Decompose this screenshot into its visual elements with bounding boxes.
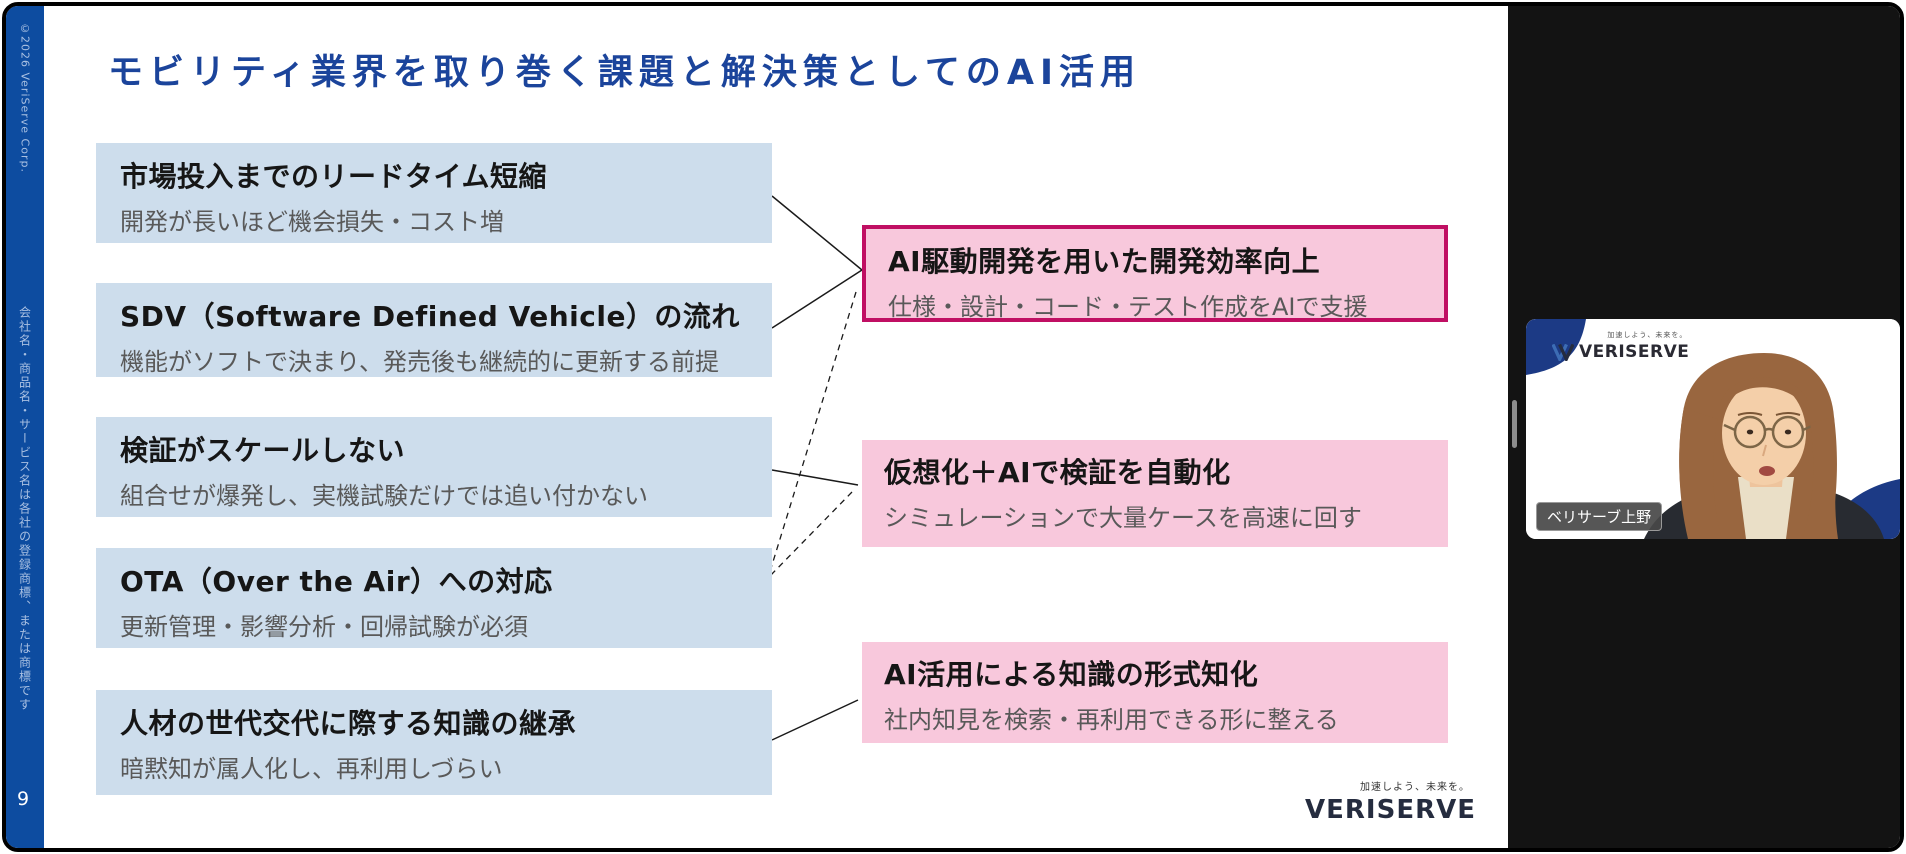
watermark-tagline: 加速しよう、未来を。 <box>1607 331 1688 339</box>
challenge-title: OTA（Over the Air）への対応 <box>120 565 553 598</box>
challenge-subtitle: 暗黙知が属人化し、再利用しづらい <box>120 755 503 783</box>
solution-subtitle: 仕様・設計・コード・テスト作成をAIで支援 <box>888 293 1368 321</box>
challenge-subtitle: 更新管理・影響分析・回帰試験が必須 <box>120 613 528 641</box>
challenge-title: 人材の世代交代に際する知識の継承 <box>120 707 577 740</box>
challenge-subtitle: 組合せが爆発し、実機試験だけでは追い付かない <box>120 482 648 510</box>
slide-title: モビリティ業界を取り巻く課題と解決策としてのAI活用 <box>108 53 1141 93</box>
solution-box-knowledge-formalization: AI活用による知識の形式知化 社内知見を検索・再利用できる形に整える <box>862 642 1448 743</box>
challenge-title: 市場投入までのリードタイム短縮 <box>120 160 547 193</box>
solution-title: AI駆動開発を用いた開発効率向上 <box>888 245 1321 278</box>
presenter-illustration <box>1526 319 1900 539</box>
challenge-subtitle: 機能がソフトで決まり、発売後も継続的に更新する前提 <box>120 348 720 376</box>
scrollbar-thumb[interactable] <box>1512 400 1517 448</box>
challenge-box-ota: OTA（Over the Air）への対応 更新管理・影響分析・回帰試験が必須 <box>96 548 772 648</box>
solution-subtitle: シミュレーションで大量ケースを高速に回す <box>884 504 1362 532</box>
slide-margin-bar: ©2026 VeriServe Corp. 会社名・商品名・サービス名は各社の登… <box>6 6 44 848</box>
webcam-video[interactable]: 加速しよう、未来を。 VERISERVE ベリサーブ上野 <box>1526 319 1900 539</box>
challenge-title: SDV（Software Defined Vehicle）の流れ <box>120 300 740 333</box>
logo-brand-text: VERISERVE <box>1305 795 1476 825</box>
watermark-brand-text: VERISERVE <box>1579 342 1690 362</box>
shared-slide: モビリティ業界を取り巻く課題と解決策としてのAI活用 市場投入までのリードタイム… <box>6 6 1900 848</box>
solution-title: 仮想化＋AIで検証を自動化 <box>884 456 1231 489</box>
participant-name-tag: ベリサーブ上野 <box>1536 502 1663 531</box>
veriserve-watermark-logo: 加速しよう、未来を。 VERISERVE <box>1552 330 1689 362</box>
veriserve-logo-icon <box>1552 343 1574 361</box>
veriserve-logo: 加速しよう、未来を。 VERISERVE <box>1305 778 1476 825</box>
copyright-text: ©2026 VeriServe Corp. <box>18 22 32 173</box>
logo-tagline: 加速しよう、未来を。 <box>1360 782 1470 793</box>
challenge-box-sdv: SDV（Software Defined Vehicle）の流れ 機能がソフトで… <box>96 283 772 377</box>
page-number: 9 <box>17 788 30 810</box>
challenge-box-leadtime: 市場投入までのリードタイム短縮 開発が長いほど機会損失・コスト増 <box>96 143 772 243</box>
solution-box-virtualization: 仮想化＋AIで検証を自動化 シミュレーションで大量ケースを高速に回す <box>862 440 1448 547</box>
challenge-box-verification: 検証がスケールしない 組合せが爆発し、実機試験だけでは追い付かない <box>96 417 772 517</box>
solution-title: AI活用による知識の形式知化 <box>884 658 1259 691</box>
trademark-notice: 会社名・商品名・サービス名は各社の登録商標、または商標です <box>17 306 32 712</box>
solution-subtitle: 社内知見を検索・再利用できる形に整える <box>884 706 1339 734</box>
challenge-subtitle: 開発が長いほど機会損失・コスト増 <box>120 208 504 236</box>
challenge-title: 検証がスケールしない <box>120 434 406 467</box>
video-panel: 加速しよう、未来を。 VERISERVE ベリサーブ上野 <box>1508 6 1900 848</box>
challenge-box-knowledge: 人材の世代交代に際する知識の継承 暗黙知が属人化し、再利用しづらい <box>96 690 772 795</box>
solution-box-ai-driven-dev: AI駆動開発を用いた開発効率向上 仕様・設計・コード・テスト作成をAIで支援 <box>862 225 1448 322</box>
